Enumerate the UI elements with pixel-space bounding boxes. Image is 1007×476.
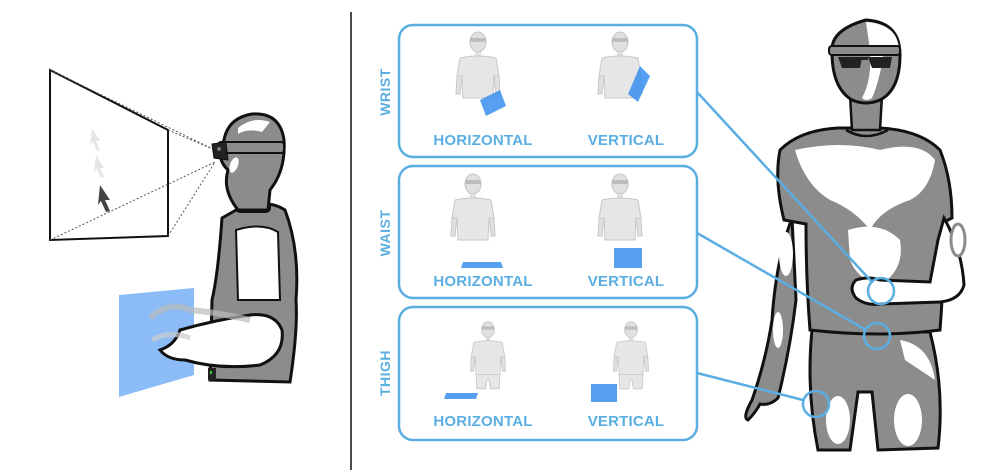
figure-wrist-vertical	[597, 31, 650, 102]
attachment-point-waist	[862, 321, 892, 351]
side-view-person	[147, 112, 299, 384]
option-label-vertical: VERTICAL	[588, 413, 665, 430]
connector-waist	[696, 231, 892, 351]
option-label-horizontal: HORIZONTAL	[433, 413, 532, 430]
front-view-person	[744, 18, 967, 452]
touch-surface-icon	[119, 288, 194, 397]
panel-waist: WAIST HORIZONTAL VERTICAL	[377, 164, 699, 300]
glasses-icon	[838, 57, 892, 68]
figure-thigh-horizontal	[444, 321, 507, 399]
panel-wrist: WRIST HORIZONTAL VERTICAL	[377, 23, 699, 159]
option-label-vertical: VERTICAL	[588, 273, 665, 290]
left-scene	[49, 68, 299, 397]
attachment-point-wrist	[866, 276, 896, 306]
panel-location-label: WRIST	[377, 68, 393, 116]
panel-location-label: WAIST	[377, 210, 393, 257]
option-label-vertical: VERTICAL	[588, 132, 665, 149]
option-label-horizontal: HORIZONTAL	[433, 132, 532, 149]
cursor-icon	[90, 128, 110, 212]
figure-waist-horizontal	[450, 173, 503, 268]
connector-wrist	[696, 91, 896, 306]
option-label-horizontal: HORIZONTAL	[433, 273, 532, 290]
panel-thigh: THIGH HORIZONTAL VERTICAL	[377, 305, 699, 442]
figure-thigh-vertical	[591, 321, 649, 402]
figure-waist-vertical	[597, 173, 643, 268]
virtual-screen-icon	[49, 68, 216, 242]
attachment-point-thigh	[801, 389, 831, 419]
connector-thigh	[696, 371, 831, 419]
panel-location-label: THIGH	[377, 350, 393, 396]
glasses-icon	[211, 141, 229, 161]
figure-wrist-horizontal	[455, 31, 506, 116]
